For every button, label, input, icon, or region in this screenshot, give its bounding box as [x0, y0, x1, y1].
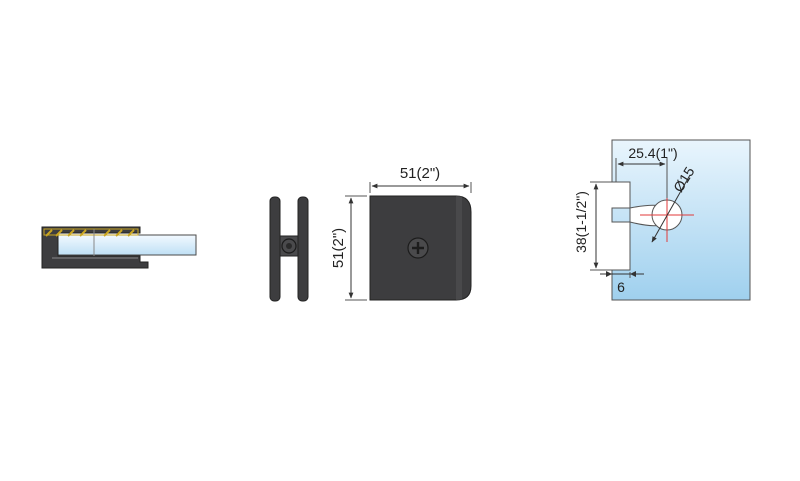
cutout-width-label: 25.4(1")	[628, 145, 677, 161]
gasket-strip	[43, 228, 139, 236]
side-plate-right	[297, 196, 309, 302]
phillips-icon	[412, 242, 424, 254]
front-view: 51(2") 51(2")	[330, 165, 472, 301]
glass-panel-section	[51, 234, 197, 256]
front-height-label: 51(2")	[330, 228, 347, 268]
side-view	[269, 196, 309, 302]
gasket-hatch	[45, 229, 135, 237]
cutout-height-label: 38(1-1/2")	[573, 191, 589, 253]
edge-offset-label: 6	[617, 279, 625, 295]
front-width-label: 51(2")	[400, 165, 440, 182]
hole-diameter-leader	[651, 174, 691, 243]
section-view	[41, 226, 197, 269]
glass-cutout-view: 25.4(1") Ø15 38(1-1/2") 6	[573, 139, 751, 301]
side-plate-left	[269, 196, 281, 302]
